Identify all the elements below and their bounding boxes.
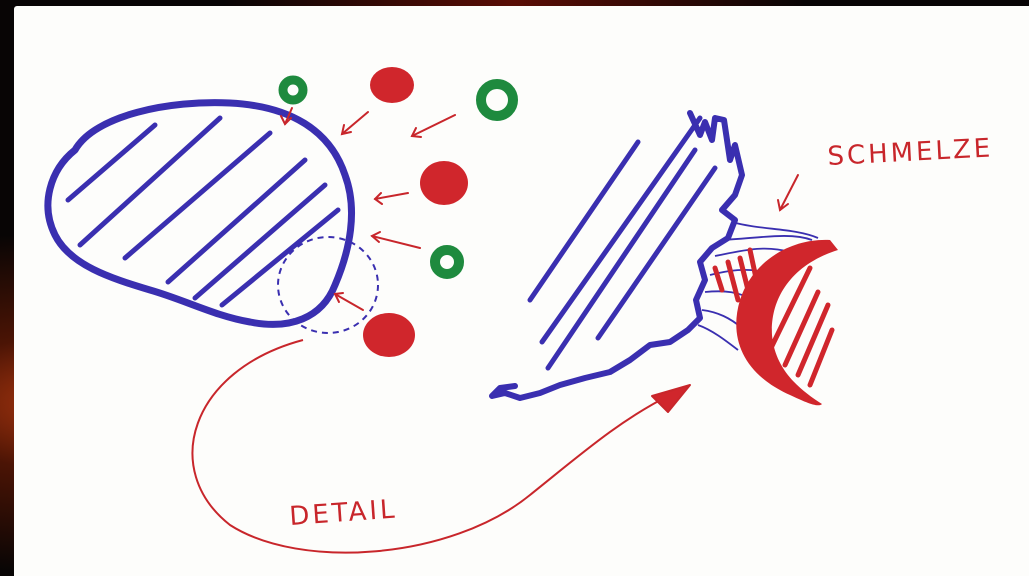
detail-label: DETAIL (288, 495, 398, 532)
schmelze-annotation: SCHMELZE (778, 133, 994, 210)
green-particle (435, 250, 459, 274)
body-blob (48, 103, 378, 333)
arrow-icon (412, 115, 455, 137)
arrow-icon (778, 175, 798, 210)
arrow-icon (375, 193, 408, 204)
schmelze-label: SCHMELZE (827, 133, 994, 172)
hatch-line (125, 133, 270, 258)
motion-arrows (281, 108, 455, 310)
green-particle (283, 80, 303, 100)
red-particle (363, 313, 415, 357)
detail-view (492, 113, 838, 405)
surface-outline (492, 113, 742, 398)
hatch-line (548, 150, 695, 368)
red-particle (370, 67, 414, 103)
detail-circle (278, 237, 378, 333)
arrow-icon (372, 232, 420, 248)
red-particle (420, 161, 468, 205)
hatch-line (530, 142, 638, 300)
hatch-line (80, 118, 220, 245)
green-ring-particle (481, 84, 513, 116)
arrow-icon (342, 112, 368, 134)
detail-arrowhead-icon (652, 385, 690, 412)
arrow-icon (335, 293, 363, 310)
